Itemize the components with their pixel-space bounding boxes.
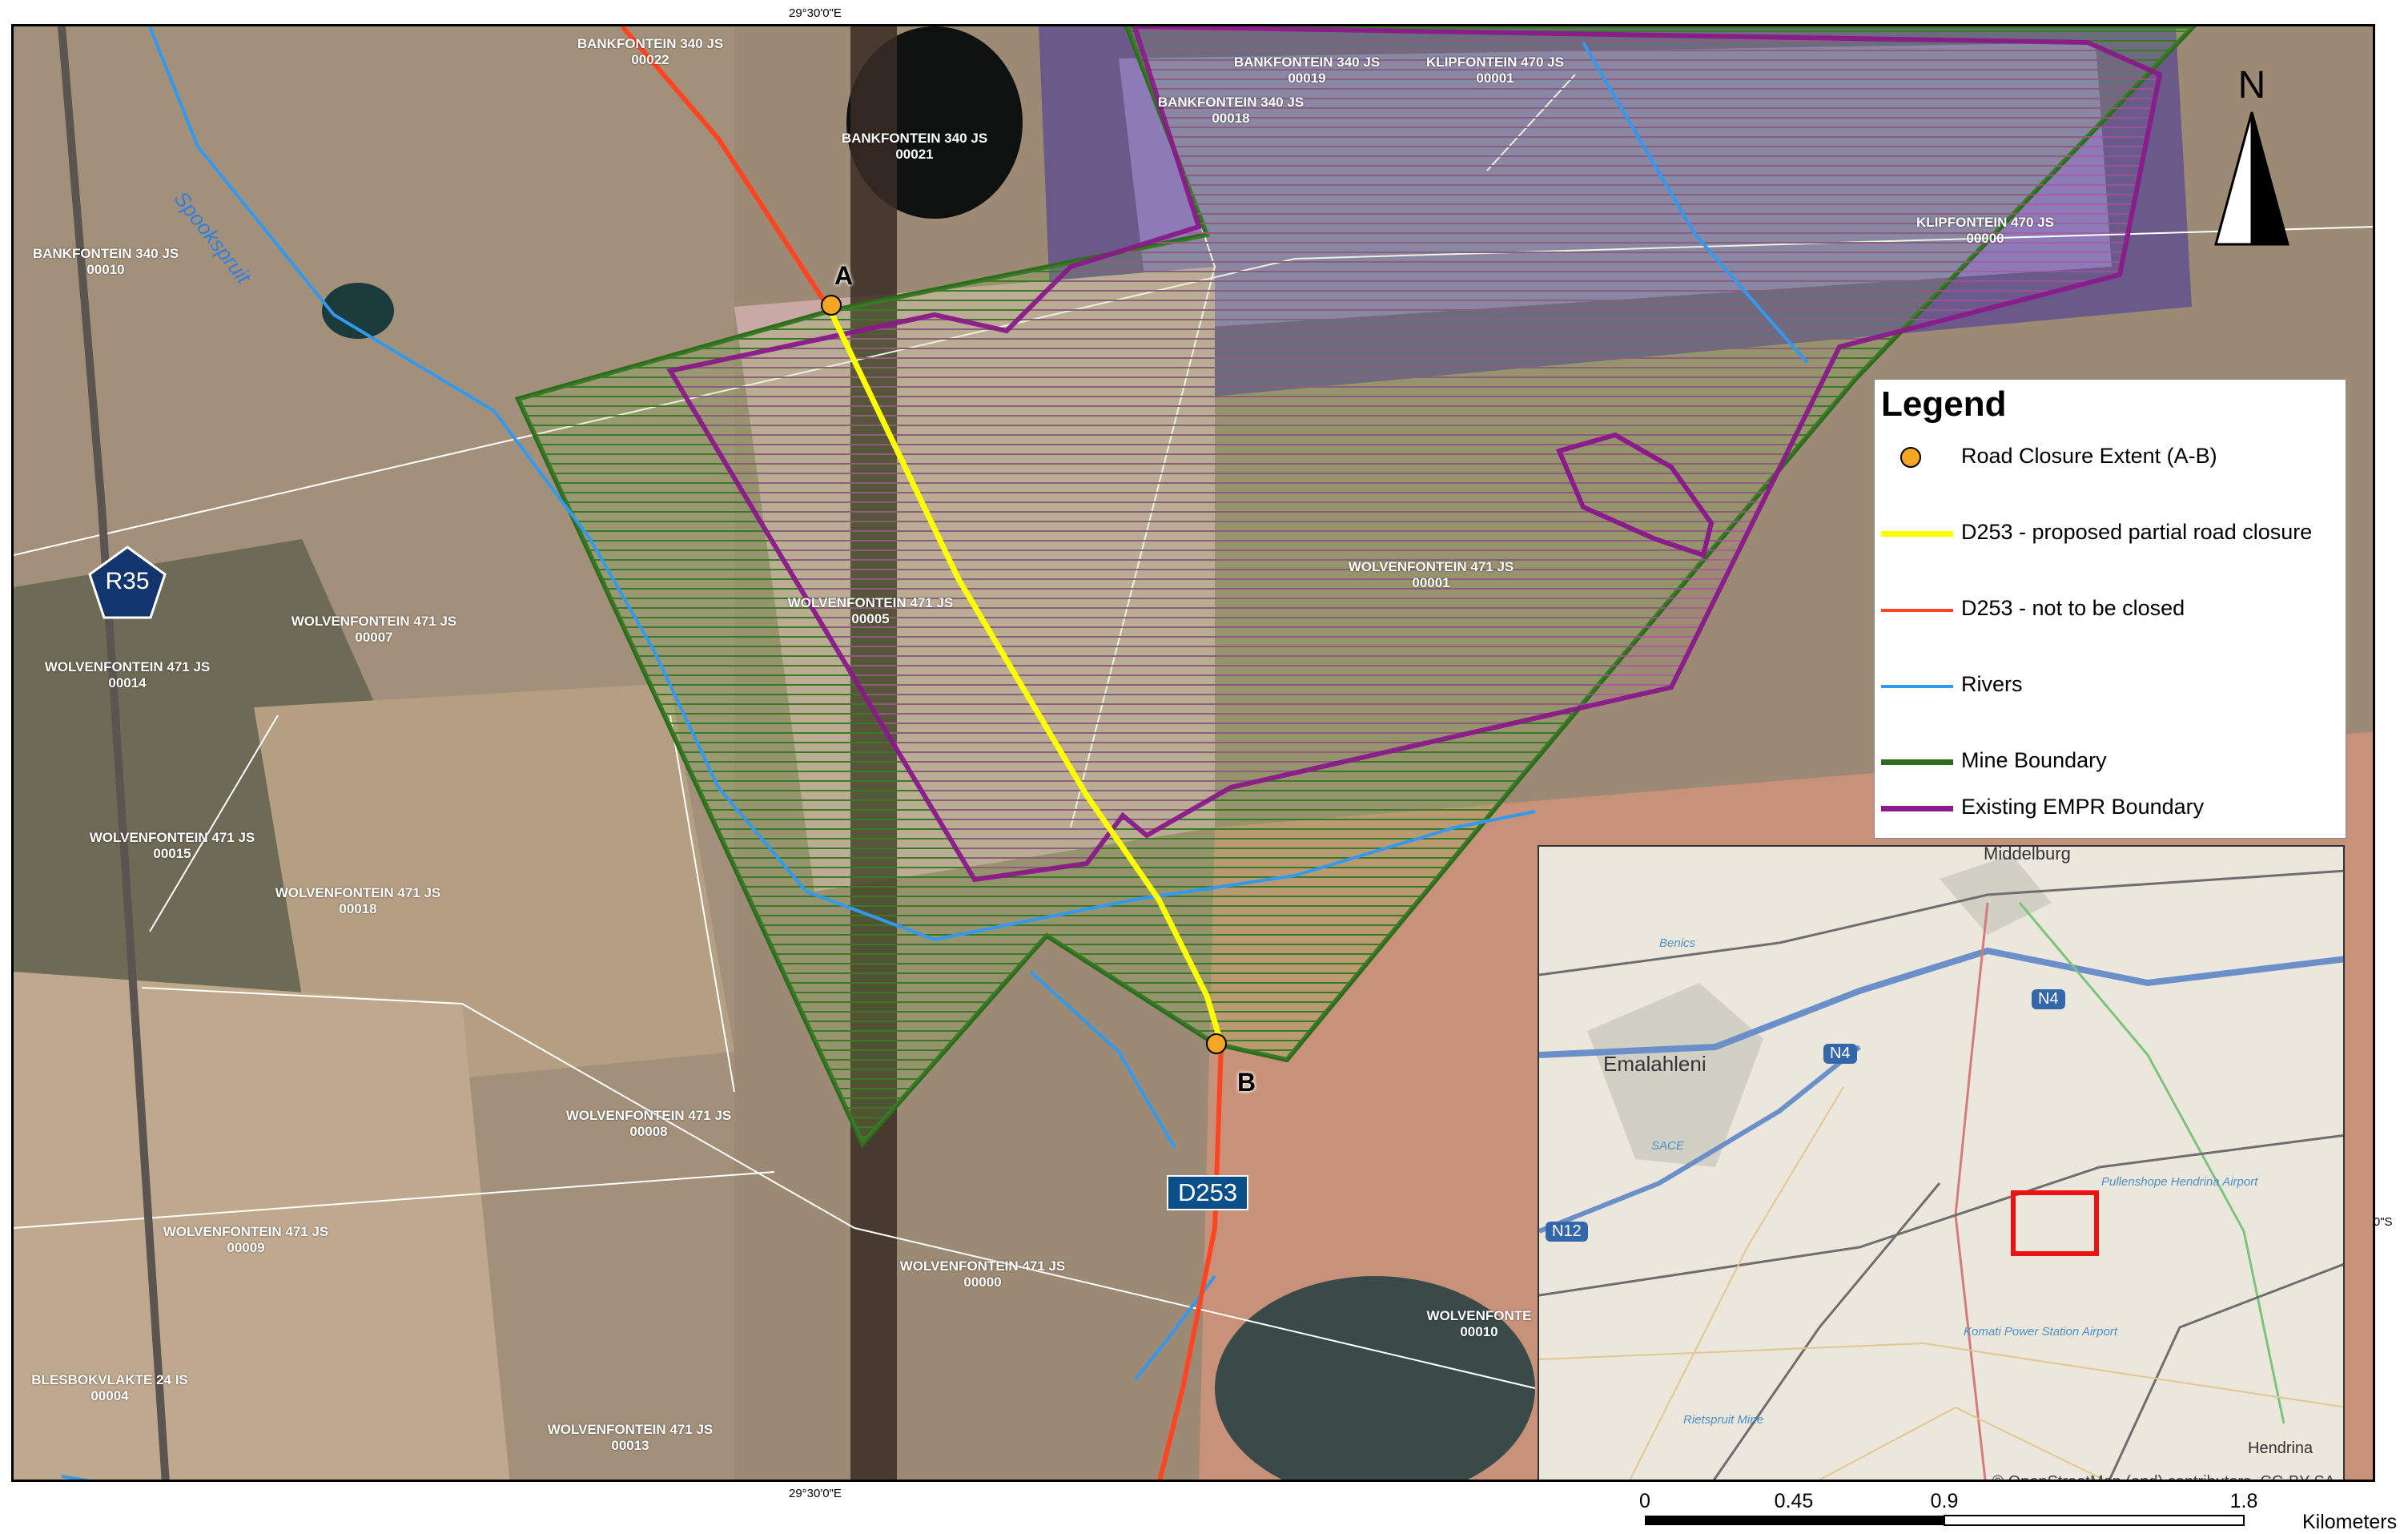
legend-panel: Legend Road Closure Extent (A-B) D253 - …: [1874, 379, 2346, 839]
purple-line-icon: [1881, 806, 1953, 811]
inset-n12-shield: N12: [1546, 1222, 1588, 1242]
scale-tick-label: 0.9: [1930, 1490, 1959, 1512]
orange-point-icon: [1900, 447, 1921, 468]
d253-open-north: [620, 26, 833, 312]
empr-inner-polygon: [1555, 432, 1715, 558]
top-longitude-label: 29°30'0"E: [789, 6, 842, 20]
inset-place-label: SACE: [1651, 1139, 1684, 1153]
scale-bar: 0 0.45 0.9 1.8 Kilometers: [1634, 1490, 2397, 1533]
point-b-marker[interactable]: [1206, 1033, 1227, 1054]
inset-n4-shield: N4: [2032, 989, 2065, 1009]
inset-place-label: Pullenshope Hendrina Airport: [2101, 1175, 2258, 1189]
d253-open-south: [1157, 1043, 1224, 1480]
inset-regional-road-red: [1954, 902, 1989, 1480]
scale-bar-graphic: [1645, 1515, 2245, 1526]
inset-minor-roads: [1539, 1086, 2343, 1480]
inset-rail-lines: [1539, 869, 2343, 1480]
legend-item-mine-boundary: Mine Boundary: [1875, 742, 2347, 782]
r35-road-shield: R35: [87, 546, 167, 619]
n12-highway-line: [1539, 1045, 1861, 1234]
point-b-label: B: [1237, 1068, 1256, 1097]
pentagon-shield-icon: [88, 546, 167, 619]
scale-tick-label: 0.45: [1774, 1490, 1814, 1512]
yellow-line-icon: [1881, 531, 1953, 537]
emalahleni-urban-area: [1587, 983, 1763, 1167]
inset-canvas: [1539, 855, 2343, 1480]
legend-title: Legend: [1881, 385, 2007, 424]
inset-regional-road-green: [2018, 902, 2285, 1424]
legend-item-road-closure-extent: Road Closure Extent (A-B): [1875, 437, 2347, 477]
scale-tick-label: 1.8: [2229, 1490, 2258, 1512]
inset-locality-map[interactable]: Middelburg Emalahleni Hendrina Benics SA…: [1538, 845, 2345, 1482]
legend-item-not-closed: D253 - not to be closed: [1875, 590, 2347, 630]
inset-place-label: Rietspruit Mine: [1683, 1413, 1764, 1427]
inset-town-label: Emalahleni: [1603, 1052, 1707, 1076]
north-label: N: [2237, 64, 2266, 107]
field-block-1: [254, 683, 734, 1092]
r35-road-line: [58, 26, 170, 1480]
legend-item-rivers: Rivers: [1875, 666, 2347, 706]
river-lines: [61, 26, 1809, 1480]
inset-place-label: Komati Power Station Airport: [1964, 1325, 2118, 1339]
inset-place-label: Benics: [1659, 936, 1696, 950]
north-arrow: N: [2204, 63, 2300, 248]
north-arrow-icon: [2214, 111, 2289, 246]
inset-n4-shield: N4: [1823, 1044, 1857, 1064]
inset-town-label: Middelburg: [1984, 845, 2071, 864]
point-a-marker[interactable]: [821, 295, 842, 316]
n4-highway-line: [1539, 947, 2343, 1058]
legend-item-proposed-closure: D253 - proposed partial road closure: [1875, 513, 2347, 554]
r35-label: R35: [105, 568, 150, 594]
inset-town-label: Hendrina: [2248, 1439, 2314, 1457]
d253-closure-line: [827, 309, 1224, 1045]
inset-attribution: © OpenStreetMap (and) contributors, CC-B…: [1992, 1473, 2335, 1482]
study-area-extent-box[interactable]: [2011, 1190, 2099, 1256]
red-line-icon: [1881, 609, 1953, 612]
scale-tick-label: 0: [1639, 1490, 1650, 1512]
empr-boundary-polygon: [666, 26, 2163, 883]
small-dam: [322, 283, 394, 339]
dam-south: [1215, 1276, 1535, 1480]
blue-line-icon: [1881, 685, 1953, 688]
scale-units-label: Kilometers: [2302, 1511, 2398, 1533]
green-line-icon: [1881, 759, 1953, 765]
bottom-longitude-label: 29°30'0"E: [789, 1487, 842, 1500]
d253-road-label: D253: [1167, 1175, 1249, 1210]
point-a-label: A: [834, 261, 854, 290]
legend-item-empr-boundary: Existing EMPR Boundary: [1875, 788, 2347, 828]
